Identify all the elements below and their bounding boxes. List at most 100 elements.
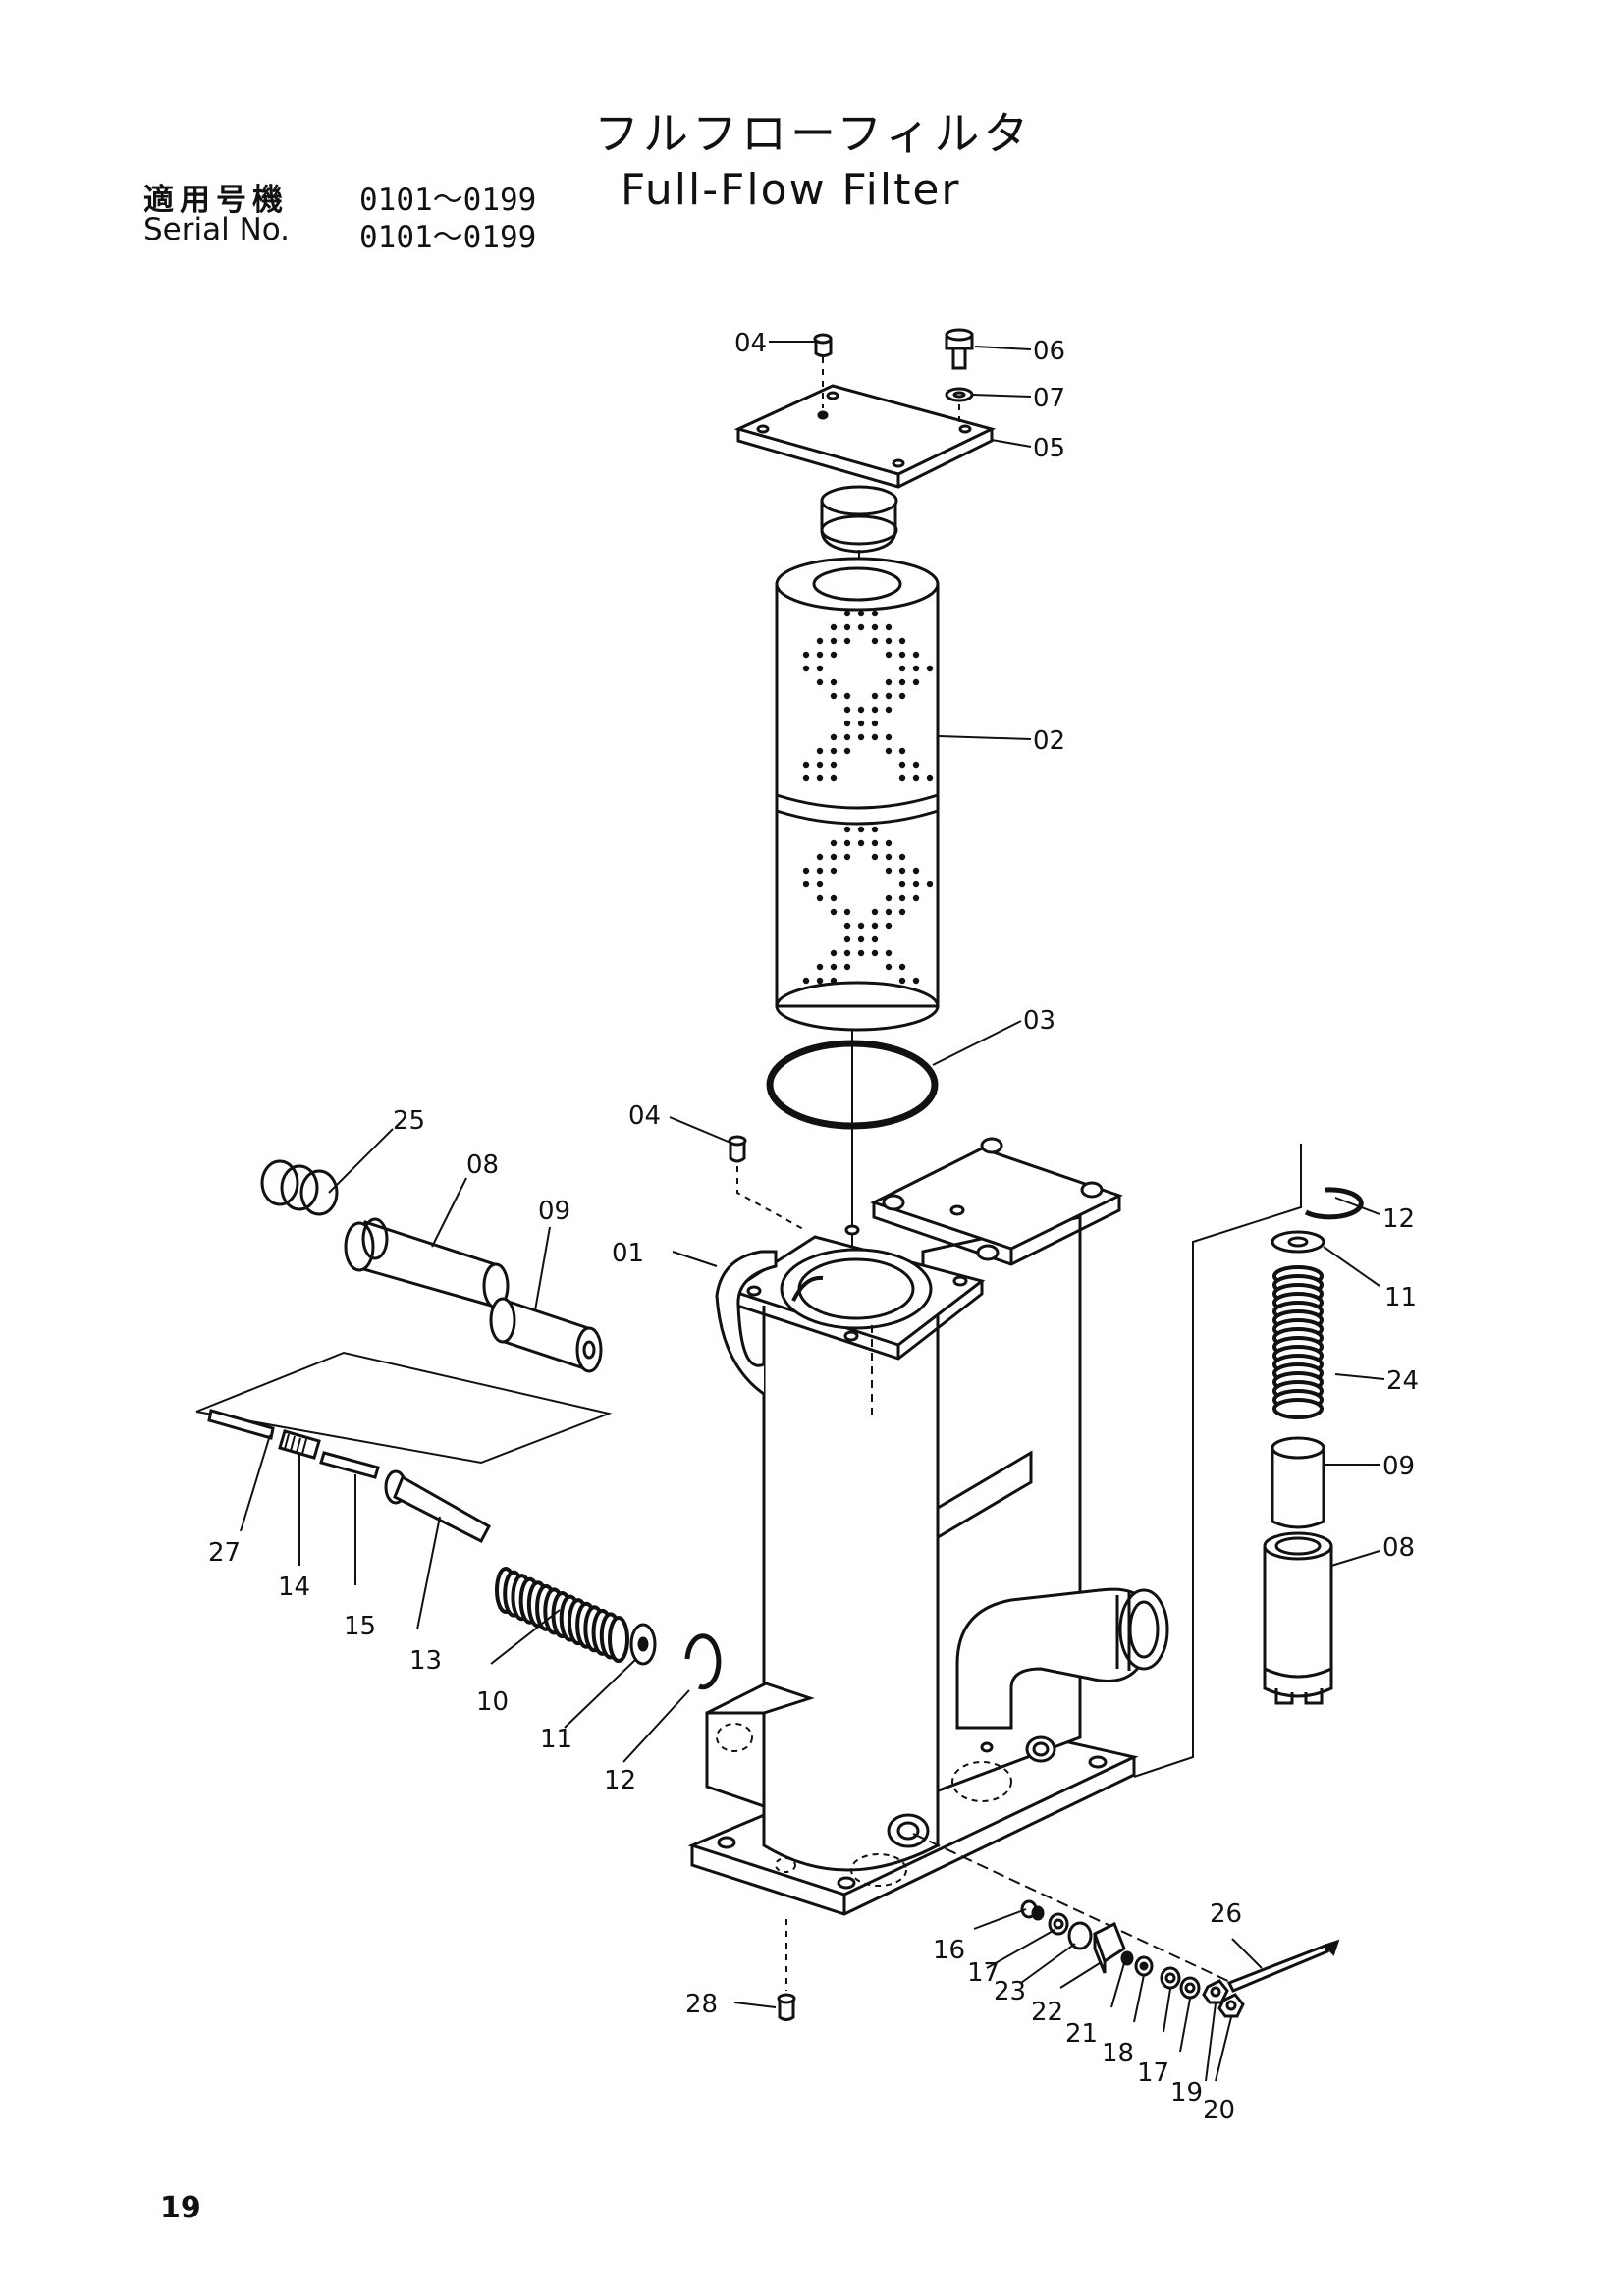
title-english: Full-Flow Filter [621,165,961,215]
perforation-dot [898,651,906,659]
callout-08-left: 08 [466,1150,499,1180]
perforation-dot [843,733,851,741]
spring-14 [278,1429,321,1460]
callout-13: 13 [409,1646,442,1676]
perforation-dot [912,678,920,686]
nut-20-b [1217,1993,1245,2018]
perforation-dot [843,720,851,727]
perforation-dot [843,747,851,755]
perforation-dot [898,747,906,755]
callout-22: 22 [1031,1998,1063,2027]
callout-18: 18 [1102,2039,1134,2068]
perforation-dot [912,774,920,782]
callout-03: 03 [1023,1006,1055,1036]
perforation-dot [830,963,838,971]
perforation-dot [912,894,920,902]
page-number: 19 [160,2191,201,2225]
snap-ring-12-right [1304,1187,1364,1220]
pin-15 [319,1451,380,1479]
perforation-dot [898,881,906,888]
perforation-dot [871,908,879,916]
perforation-dot [816,853,824,861]
perforation-dot [830,733,838,741]
snap-ring-12-left [684,1633,722,1690]
pin-27 [207,1409,275,1440]
perforation-dot [830,651,838,659]
callout-20: 20 [1203,2096,1235,2125]
bolt-06 [945,328,974,370]
valve-piston-09-right [1271,1436,1325,1529]
o-ring-03 [766,1031,939,1286]
perforation-dot [898,692,906,700]
perforation-dot [871,706,879,714]
perforation-dot [871,692,879,700]
perforation-dot [857,720,865,727]
perforation-dot [802,977,810,985]
perforation-dot [843,853,851,861]
callout-16: 16 [933,1936,965,1965]
callout-28: 28 [685,1990,718,2019]
callout-09-left: 09 [538,1197,570,1226]
perforation-dot [885,894,893,902]
perforation-dot [843,610,851,617]
callout-09-right: 09 [1382,1452,1415,1481]
callout-17-a: 17 [967,1958,1000,1988]
perforation-dot [871,637,879,645]
perforation-dot [871,623,879,631]
perforation-dot [816,977,824,985]
perforation-dot [830,949,838,957]
perforation-dot [802,881,810,888]
perforation-dot [816,651,824,659]
valve-sleeve-08-right [1263,1531,1333,1705]
perforation-dot [857,922,865,930]
callout-06: 06 [1033,337,1065,366]
perforation-dot [830,853,838,861]
rod-26 [1226,1939,1340,1993]
callout-26: 26 [1210,1899,1242,1929]
valve-sleeve-08-left [344,1217,510,1309]
perforation-dot [830,774,838,782]
perforation-dot [871,839,879,847]
perforation-dot [898,761,906,769]
perforation-dot [898,678,906,686]
callout-08-right: 08 [1382,1533,1415,1563]
callout-24: 24 [1386,1366,1419,1396]
perforation-dot [898,908,906,916]
perforation-dot [843,623,851,631]
perforation-dot [843,637,851,645]
perforation-dot [926,665,934,672]
perforation-dot [816,894,824,902]
adapter-block-22 [1093,1921,1126,1974]
callout-07: 07 [1033,384,1065,413]
perforation-dot [898,977,906,985]
callout-17-b: 17 [1137,2058,1169,2088]
serial-label-japanese: 適用号機 [143,183,289,218]
leader-lines [240,341,1385,2082]
perforation-dot [871,826,879,833]
perforation-dot [871,922,879,930]
perforation-dot [830,761,838,769]
serial-range-english: 0101～0199 [359,220,537,255]
spring-24 [1272,1265,1324,1419]
centerline-bottom-right [912,1833,1233,1984]
perforation-dot [843,706,851,714]
perforation-dot [885,949,893,957]
perforation-dot [816,747,824,755]
callout-02: 02 [1033,726,1065,756]
perforation-dot [830,623,838,631]
perforation-dot [885,922,893,930]
washer-11-right [1271,1230,1325,1254]
perforation-dot [816,761,824,769]
perforation-dot [912,761,920,769]
perforation-dot [871,610,879,617]
perforation-dot [885,623,893,631]
washer-17-a [1048,1912,1069,1936]
perforation-dot [885,747,893,755]
perforation-dot [912,651,920,659]
perforation-dot [885,637,893,645]
perforation-dot [857,623,865,631]
title-japanese: フルフローフィルタ [594,107,1033,160]
perforation-dot [830,839,838,847]
callout-10: 10 [476,1687,509,1717]
